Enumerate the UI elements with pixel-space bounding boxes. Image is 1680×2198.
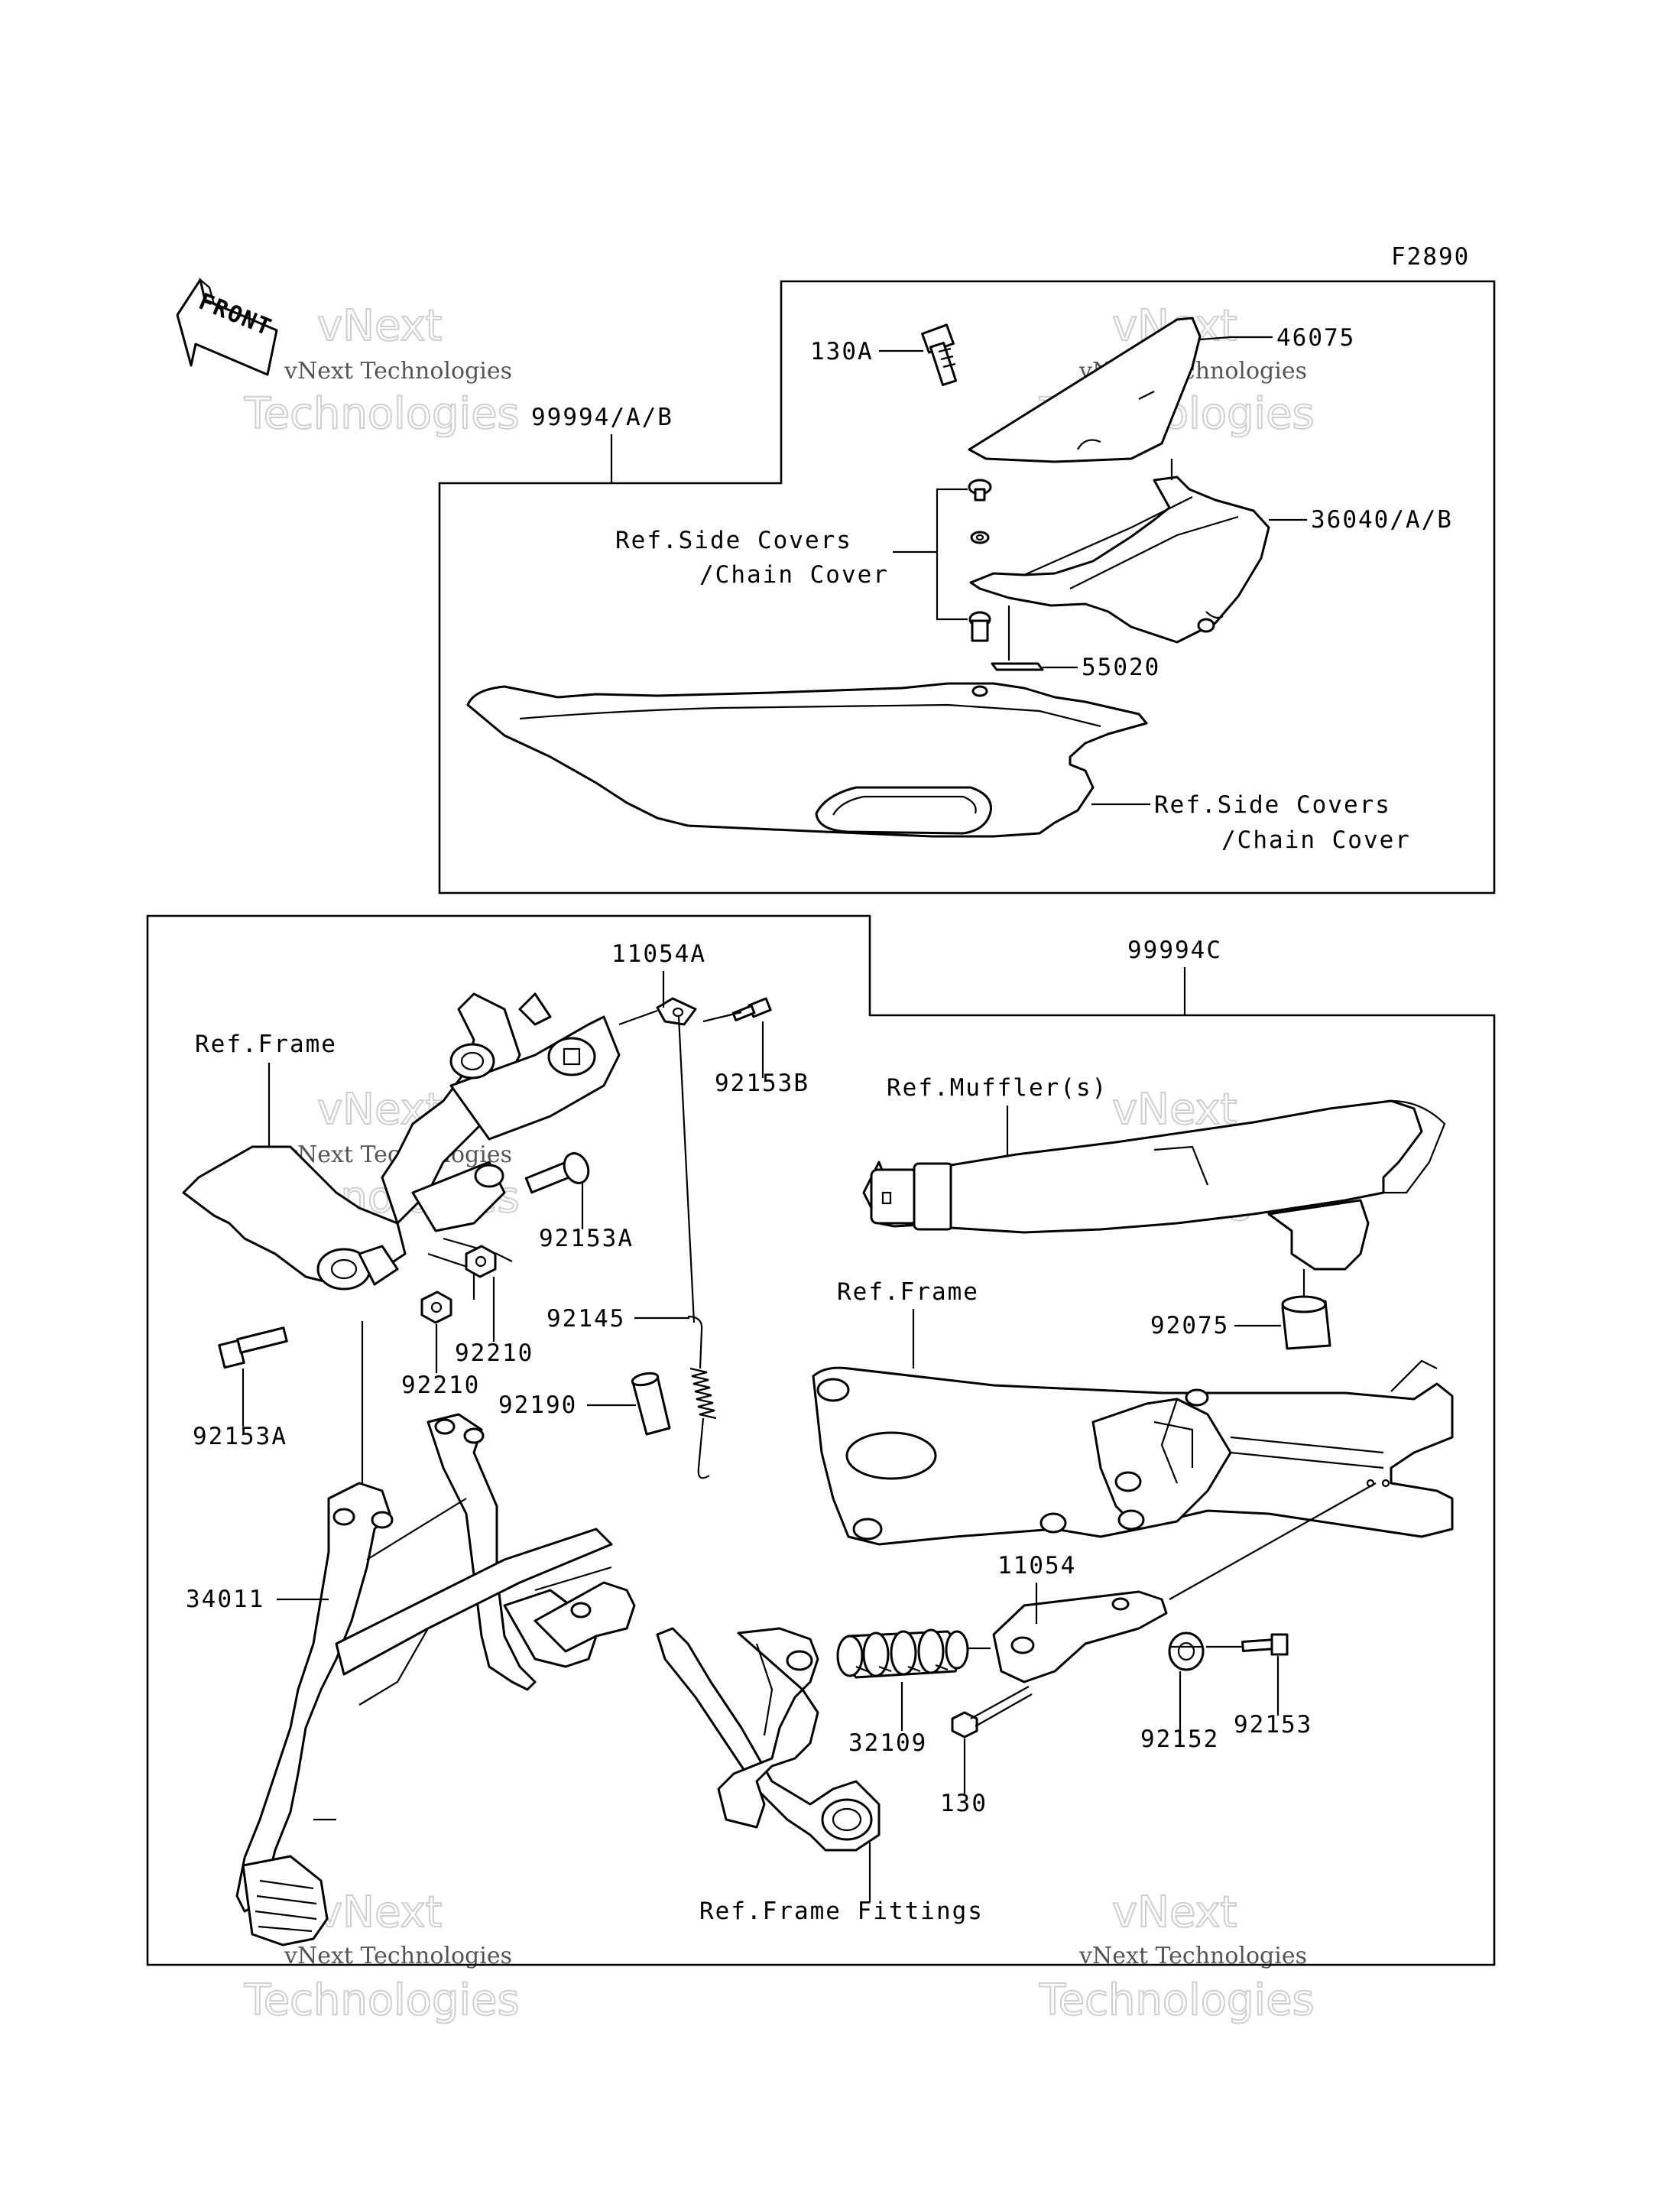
washer-92152 xyxy=(1168,1631,1205,1671)
label-ref-frame-left: Ref.Frame xyxy=(195,1031,337,1058)
label-chain-cover-2: /Chain Cover xyxy=(1221,826,1411,854)
stand-34011 xyxy=(235,1413,636,1946)
kit-label-upper: 99994/A/B xyxy=(531,404,673,431)
label-92153b: 92153B xyxy=(715,1070,809,1097)
label-11054: 11054 xyxy=(997,1552,1076,1580)
label-ref-frame-right: Ref.Frame xyxy=(837,1278,979,1306)
ref-frame-right xyxy=(812,1359,1454,1546)
svg-text:Technologies: Technologies xyxy=(244,389,520,439)
bolt-130 xyxy=(951,1686,1033,1739)
figure-code: F2890 xyxy=(1391,243,1470,271)
watermark-bottom-right: vNext Technologies vNext Technologies xyxy=(1038,1887,1315,2026)
bolt-92153 xyxy=(1206,1633,1289,1656)
watermark-top-left: vNext Technologies vNext Technologies xyxy=(243,300,521,440)
ref-muffler xyxy=(862,1099,1446,1271)
svg-text:vNext: vNext xyxy=(317,1888,443,1937)
nut-92210-left xyxy=(420,1291,452,1324)
collar-92190 xyxy=(631,1372,671,1436)
label-92145: 92145 xyxy=(546,1305,625,1333)
svg-text:vNext: vNext xyxy=(317,301,443,351)
label-ref-frame-fittings: Ref.Frame Fittings xyxy=(699,1898,984,1925)
label-34011: 34011 xyxy=(186,1586,264,1613)
label-ref-side-covers-2: Ref.Side Covers xyxy=(1154,791,1391,819)
bolt-92153a-bottom xyxy=(218,1326,288,1369)
ref-fasteners xyxy=(968,479,992,642)
label-36040: 36040/A/B xyxy=(1311,506,1453,534)
label-92210-left: 92210 xyxy=(401,1372,480,1399)
bolt-92153b xyxy=(702,997,772,1023)
label-92152: 92152 xyxy=(1140,1726,1219,1753)
label-92210-right: 92210 xyxy=(455,1339,534,1367)
svg-text:Technologies: Technologies xyxy=(244,1976,520,2025)
damper-92075 xyxy=(1281,1269,1331,1350)
label-92075: 92075 xyxy=(1150,1312,1229,1339)
damper-32109 xyxy=(836,1628,991,1679)
watermark-bottom-left: vNext Technologies vNext Technologies xyxy=(243,1887,521,2026)
label-92190: 92190 xyxy=(498,1391,577,1419)
label-chain-cover-1: /Chain Cover xyxy=(699,561,889,589)
bolt-130a xyxy=(921,323,958,387)
label-ref-muffler: Ref.Muffler(s) xyxy=(887,1074,1108,1102)
upper-group-frame xyxy=(438,280,1496,894)
kit-label-lower: 99994C xyxy=(1127,937,1222,964)
lower-group-frame xyxy=(146,914,1496,1966)
label-130: 130 xyxy=(940,1790,988,1817)
svg-text:Technologies: Technologies xyxy=(1039,1976,1315,2025)
pad-55020 xyxy=(991,606,1044,671)
ref-frame-left xyxy=(182,992,697,1300)
nut-92210-right xyxy=(465,1245,497,1278)
label-92153a-top: 92153A xyxy=(539,1225,634,1252)
label-32109: 32109 xyxy=(848,1729,927,1757)
label-46075: 46075 xyxy=(1276,324,1355,352)
label-55020: 55020 xyxy=(1082,654,1160,681)
svg-text:vNext Technologies: vNext Technologies xyxy=(284,358,512,385)
cover-36040 xyxy=(969,459,1270,644)
spring-92145 xyxy=(677,1016,717,1479)
label-11054a: 11054A xyxy=(611,940,706,968)
svg-text:vNext: vNext xyxy=(1112,1888,1237,1937)
bolt-92153a-top xyxy=(524,1152,590,1194)
guard-46075 xyxy=(968,317,1202,463)
label-130a: 130A xyxy=(810,338,874,365)
ref-side-cover xyxy=(466,682,1148,838)
label-92153: 92153 xyxy=(1234,1711,1312,1739)
label-92153a-bottom: 92153A xyxy=(193,1423,287,1450)
front-arrow-icon: FRONT xyxy=(176,278,278,376)
label-ref-side-covers-1: Ref.Side Covers xyxy=(615,527,852,554)
ref-frame-fittings xyxy=(656,1627,881,1852)
